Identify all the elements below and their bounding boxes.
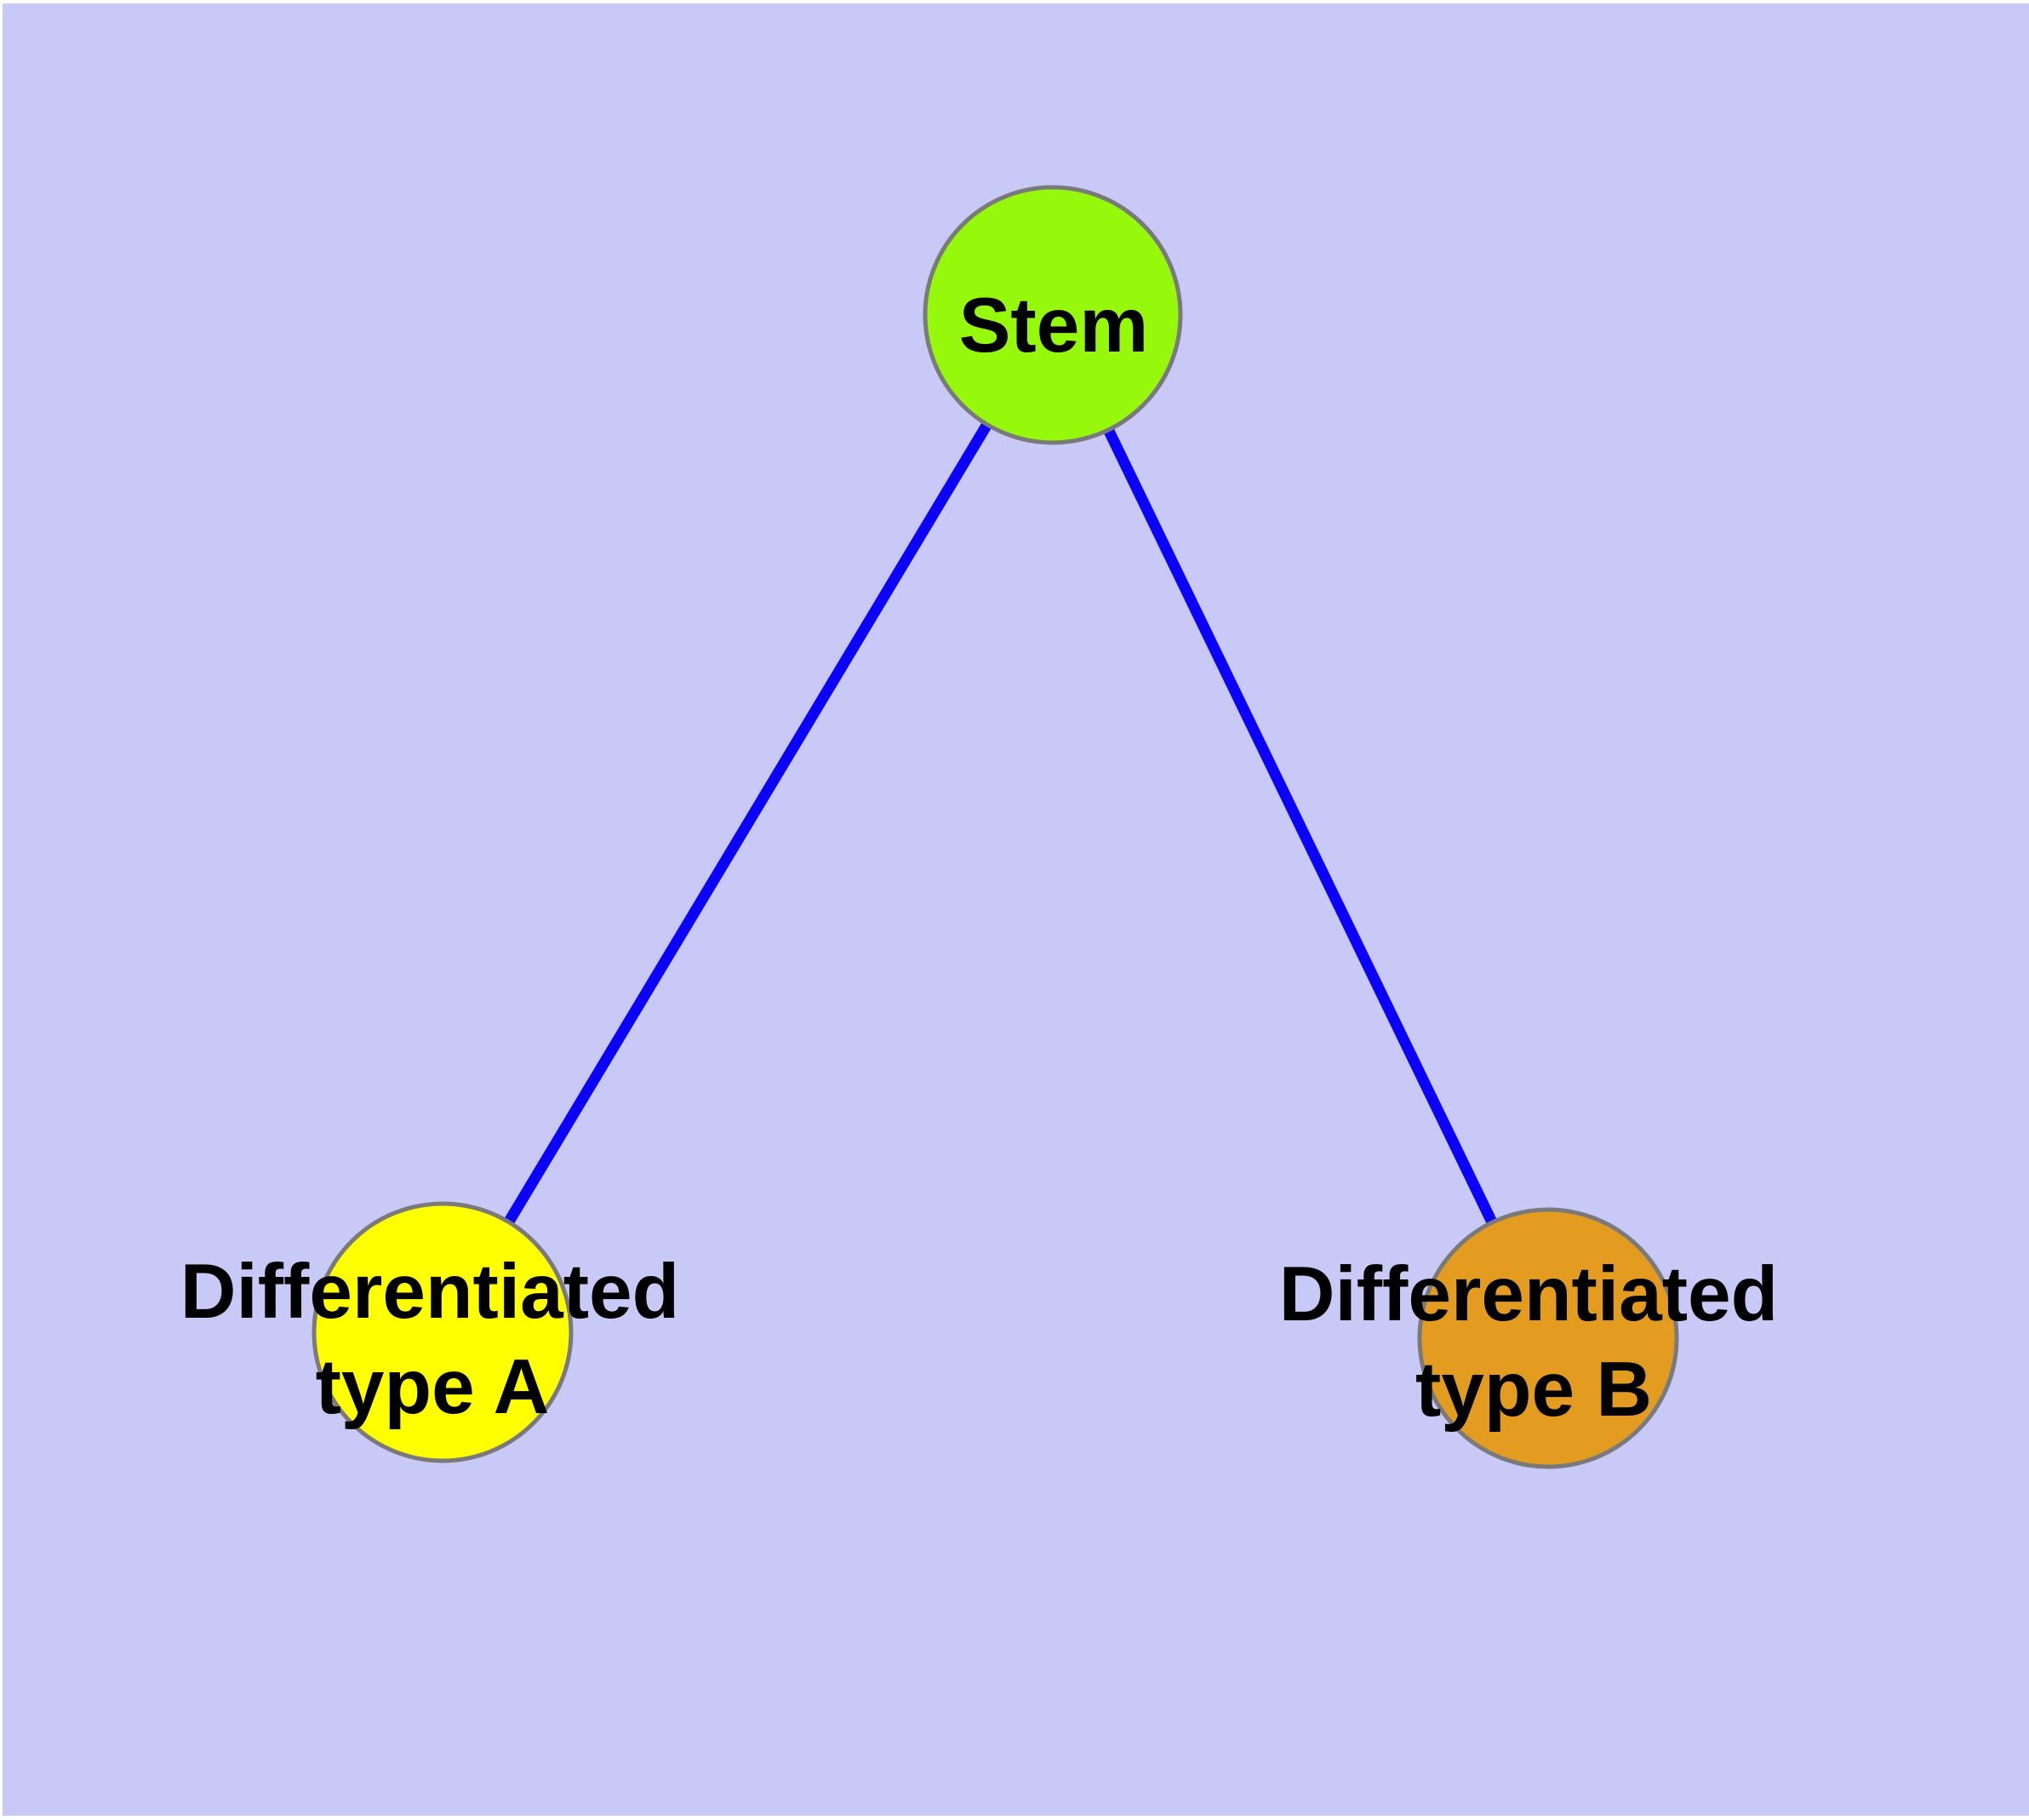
node-type-b-label-line2: type B [1415,1347,1652,1433]
node-stem-label: Stem [959,283,1149,369]
node-type-a-label-line2: type A [316,1344,550,1430]
node-type-b-circle [1417,1207,1679,1469]
edge-stem-to-type-a [437,312,1058,1336]
node-type-b-label-line1: Differentiated [1279,1251,1779,1337]
node-type-a-circle [311,1201,574,1463]
node-stem-circle [923,185,1183,445]
node-type-a-label-line1: Differentiated [180,1249,680,1335]
edge-stem-to-type-b [1048,312,1553,1341]
